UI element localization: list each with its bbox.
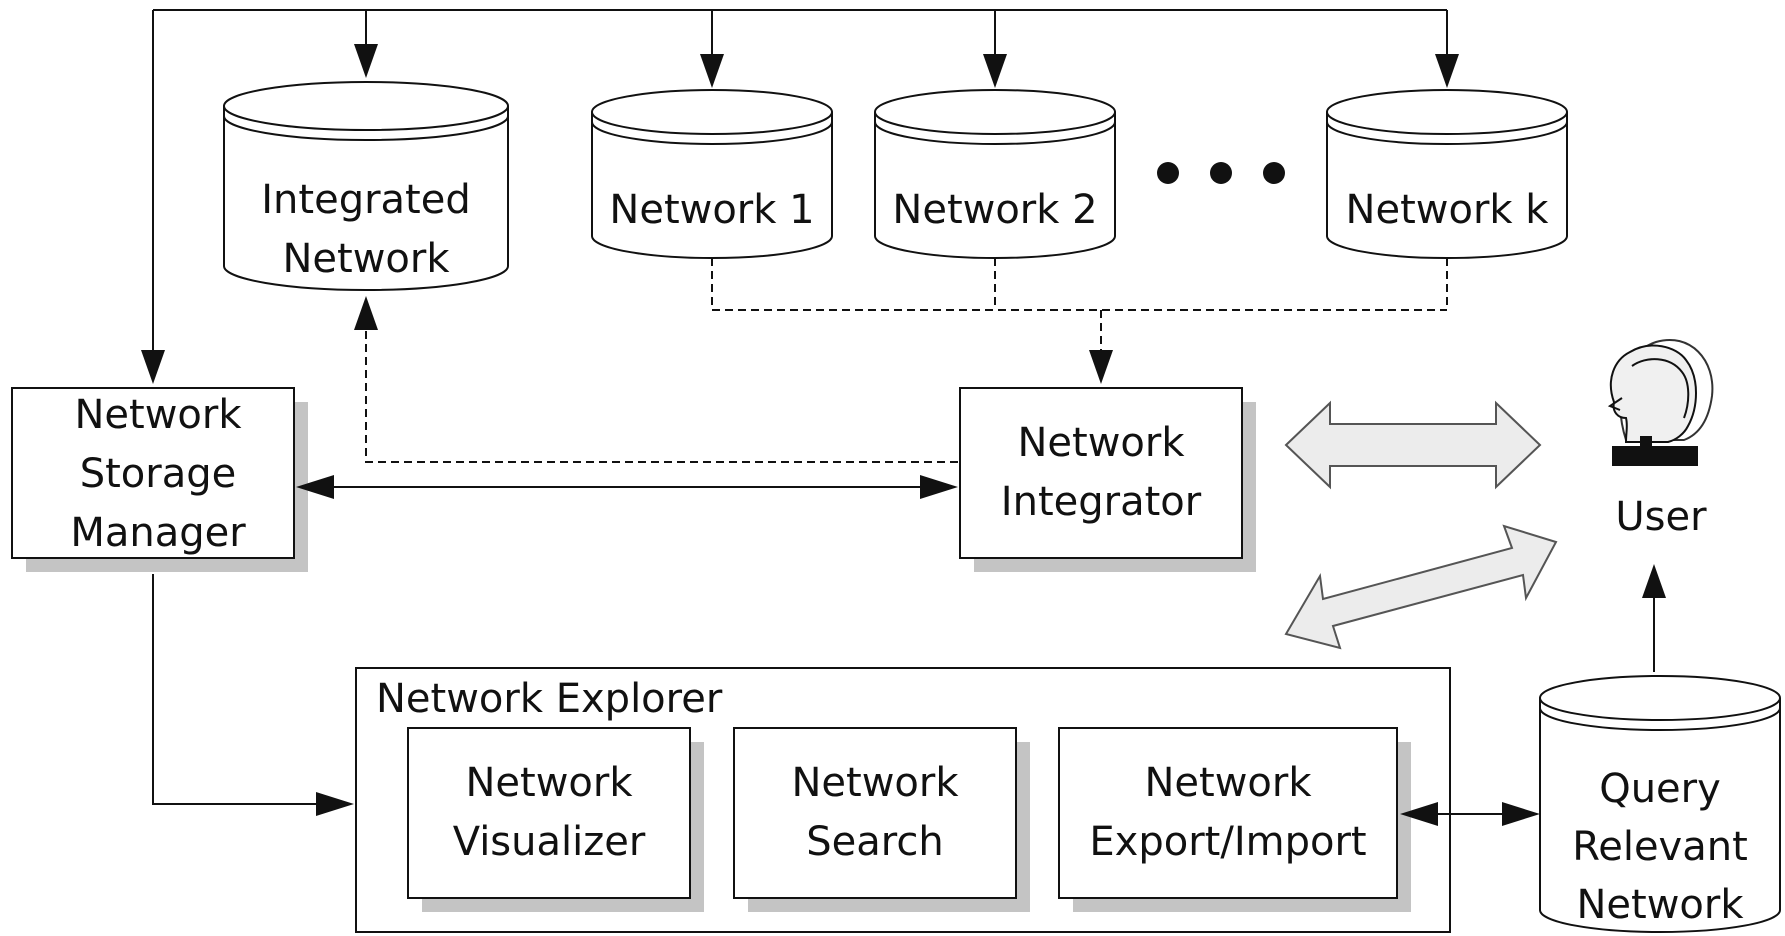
query-relevant-label-1: Query	[1599, 766, 1721, 812]
query-relevant-label-3: Network	[1576, 882, 1744, 928]
network-search-box: Network Search	[733, 727, 1030, 912]
query-relevant-label-2: Relevant	[1572, 824, 1748, 870]
integrator-user-double-arrow	[1284, 400, 1542, 490]
dashed-integrator-to-integrated	[354, 296, 958, 463]
export-query-connector	[1400, 802, 1540, 826]
storage-manager-label-2: Storage	[80, 451, 237, 497]
network-k-label: Network k	[1346, 187, 1550, 233]
integrator-label-1: Network	[1017, 420, 1185, 466]
user-label: User	[1615, 494, 1707, 540]
user-head-icon	[1607, 339, 1714, 466]
export-import-label-2: Export/Import	[1089, 819, 1366, 865]
network-export-import-box: Network Export/Import	[1058, 727, 1411, 912]
top-bus-connector	[141, 9, 1459, 384]
network-visualizer-box: Network Visualizer	[407, 727, 704, 912]
integrated-network-db: Integrated Network	[223, 81, 509, 291]
search-label-2: Search	[806, 819, 943, 865]
visualizer-label-1: Network	[465, 760, 633, 806]
query-relevant-network-db: Query Relevant Network	[1539, 675, 1781, 933]
network-2-label: Network 2	[892, 187, 1097, 233]
integrator-label-2: Integrator	[1001, 479, 1202, 525]
storage-manager-label-1: Network	[74, 392, 242, 438]
integrated-network-label-2: Network	[282, 236, 450, 282]
query-to-user-connector	[1642, 564, 1666, 672]
network-integrator-box: Network Integrator	[959, 387, 1256, 572]
network-k-db: Network k	[1326, 89, 1568, 259]
storage-to-explorer-connector	[152, 574, 354, 816]
network-2-db: Network 2	[874, 89, 1116, 259]
network-1-label: Network 1	[609, 187, 814, 233]
export-import-label-1: Network	[1144, 760, 1312, 806]
network-explorer-panel: Network Explorer Network Visualizer Netw…	[355, 667, 1451, 933]
search-label-1: Network	[791, 760, 959, 806]
ellipsis-dots	[1157, 162, 1285, 184]
network-storage-manager-box: Network Storage Manager	[11, 387, 308, 572]
network-1-db: Network 1	[591, 89, 833, 259]
integrated-network-label-1: Integrated	[261, 177, 470, 223]
storage-integrator-connector	[296, 475, 958, 499]
dashed-collection-connector	[711, 258, 1448, 384]
network-explorer-title: Network Explorer	[376, 676, 723, 722]
explorer-user-double-arrow	[1284, 524, 1558, 650]
storage-manager-label-3: Manager	[70, 510, 246, 556]
visualizer-label-2: Visualizer	[453, 819, 646, 865]
